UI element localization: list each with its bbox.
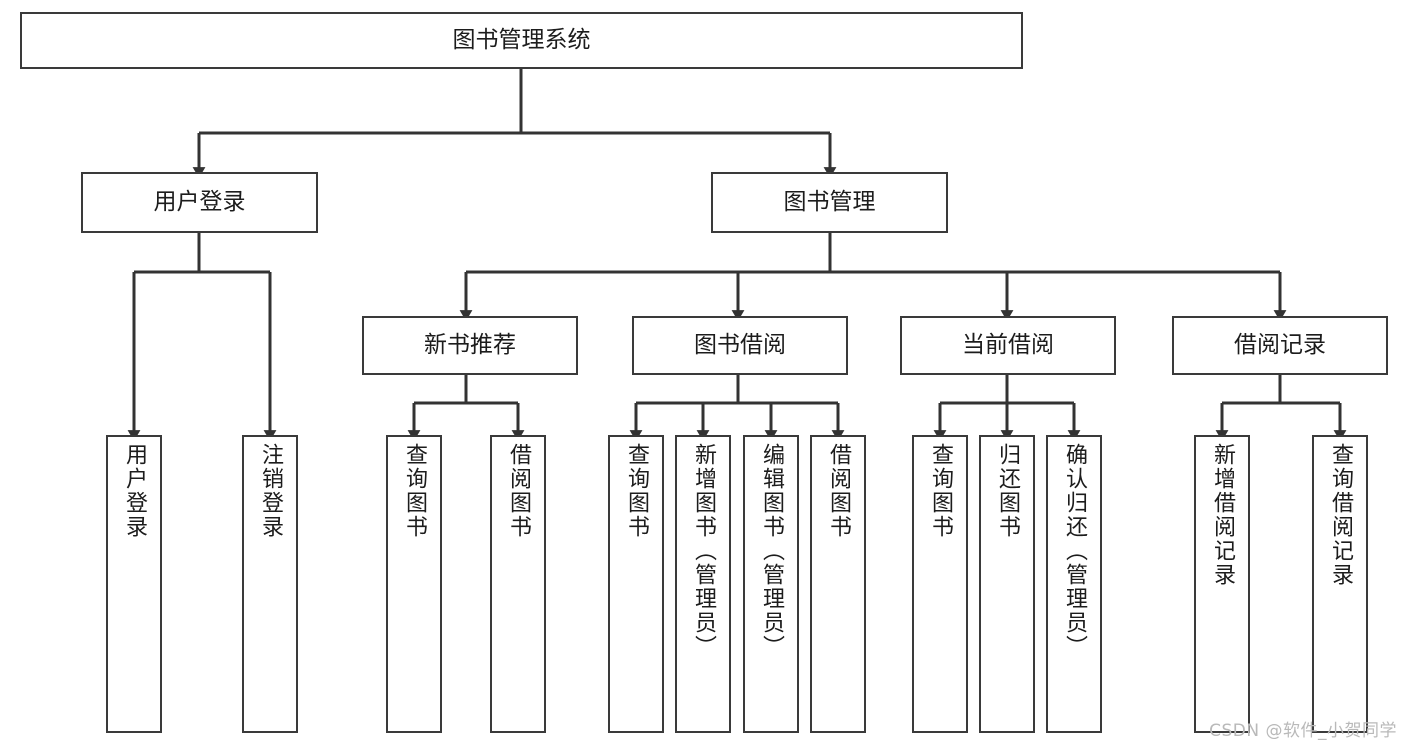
- node-book-borrow-label: 图书借阅: [694, 331, 786, 358]
- node-new-book-recommend[interactable]: 新书推荐: [362, 316, 578, 375]
- node-root[interactable]: 图书管理系统: [20, 12, 1023, 69]
- node-borrow-record-label: 借阅记录: [1234, 331, 1326, 358]
- node-root-label: 图书管理系统: [452, 26, 591, 53]
- node-book-manage-label: 图书管理: [783, 188, 876, 215]
- node-leaf-logout-login-label: 注销登录: [258, 443, 283, 539]
- node-leaf-add-record[interactable]: 新增借阅记录: [1194, 435, 1250, 733]
- node-book-manage[interactable]: 图书管理: [711, 172, 948, 233]
- node-leaf-query-record[interactable]: 查询借阅记录: [1312, 435, 1368, 733]
- node-borrow-record[interactable]: 借阅记录: [1172, 316, 1388, 375]
- node-current-borrow-label: 当前借阅: [962, 331, 1054, 358]
- node-new-book-recommend-label: 新书推荐: [424, 331, 516, 358]
- node-leaf-borrow-book-1-label: 借阅图书: [506, 443, 531, 539]
- node-leaf-add-record-label: 新增借阅记录: [1210, 443, 1235, 587]
- node-leaf-query-book-3-label: 查询图书: [928, 443, 953, 539]
- node-leaf-user-login[interactable]: 用户登录: [106, 435, 162, 733]
- node-book-borrow[interactable]: 图书借阅: [632, 316, 848, 375]
- node-leaf-return-book[interactable]: 归还图书: [979, 435, 1035, 733]
- node-leaf-confirm-return-label: 确认归还（管理员）: [1062, 443, 1087, 659]
- node-leaf-query-record-label: 查询借阅记录: [1328, 443, 1353, 587]
- node-leaf-borrow-book-2-label: 借阅图书: [826, 443, 851, 539]
- node-leaf-confirm-return[interactable]: 确认归还（管理员）: [1046, 435, 1102, 733]
- node-leaf-edit-book-label: 编辑图书（管理员）: [759, 443, 784, 659]
- node-leaf-edit-book[interactable]: 编辑图书（管理员）: [743, 435, 799, 733]
- node-leaf-borrow-book-2[interactable]: 借阅图书: [810, 435, 866, 733]
- node-leaf-user-login-label: 用户登录: [122, 443, 147, 539]
- node-leaf-borrow-book-1[interactable]: 借阅图书: [490, 435, 546, 733]
- node-current-borrow[interactable]: 当前借阅: [900, 316, 1116, 375]
- node-leaf-query-book-3[interactable]: 查询图书: [912, 435, 968, 733]
- node-leaf-return-book-label: 归还图书: [995, 443, 1020, 539]
- node-leaf-add-book[interactable]: 新增图书（管理员）: [675, 435, 731, 733]
- node-leaf-query-book-1[interactable]: 查询图书: [386, 435, 442, 733]
- node-leaf-add-book-label: 新增图书（管理员）: [691, 443, 716, 659]
- node-leaf-query-book-2[interactable]: 查询图书: [608, 435, 664, 733]
- node-leaf-query-book-1-label: 查询图书: [402, 443, 427, 539]
- node-leaf-logout-login[interactable]: 注销登录: [242, 435, 298, 733]
- node-user-login-label: 用户登录: [153, 188, 246, 215]
- node-leaf-query-book-2-label: 查询图书: [624, 443, 649, 539]
- watermark: CSDN @软件_小贺同学: [1209, 721, 1397, 741]
- node-user-login[interactable]: 用户登录: [81, 172, 318, 233]
